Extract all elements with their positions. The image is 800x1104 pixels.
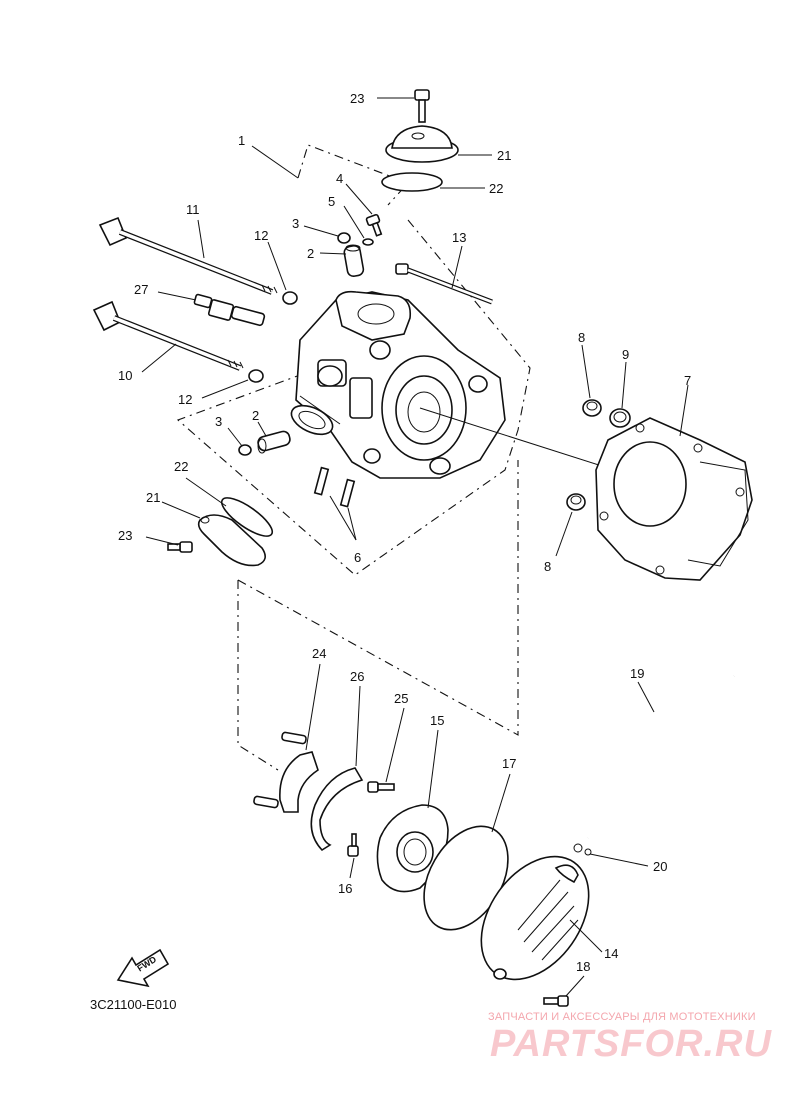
clip-26 — [310, 767, 364, 852]
assembly-outline-body — [176, 219, 531, 576]
bolt-16 — [347, 833, 359, 857]
callout-23-lower: 23 — [118, 528, 132, 543]
pipe-19 — [582, 671, 737, 840]
callout-16: 16 — [338, 881, 352, 896]
callout-3-upper: 3 — [292, 216, 299, 231]
bolt-25 — [367, 781, 395, 793]
oring-22-top — [381, 172, 443, 192]
callout-25: 25 — [394, 691, 408, 706]
callout-21-lower: 21 — [146, 490, 160, 505]
clip-20 — [573, 843, 592, 856]
callout-22-top: 22 — [489, 181, 503, 196]
watermark-logo: PARTSFOR.RU — [490, 1023, 772, 1065]
callout-7: 7 — [684, 373, 691, 388]
washer-5 — [362, 238, 374, 246]
bolt-4 — [365, 213, 383, 237]
callout-23-top: 23 — [350, 91, 364, 106]
bolt-10 — [92, 300, 244, 371]
callout-20: 20 — [653, 859, 667, 874]
callout-12-lower: 12 — [178, 392, 192, 407]
watermark-tagline: ЗАПЧАСТИ И АКСЕССУАРЫ ДЛЯ МОТОТЕХНИКИ — [488, 1011, 756, 1023]
callout-8-lower: 8 — [544, 559, 551, 574]
callout-24: 24 — [312, 646, 326, 661]
callout-8-upper: 8 — [578, 330, 585, 345]
callout-27: 27 — [134, 282, 148, 297]
spark-plug-27 — [157, 291, 266, 327]
callout-5: 5 — [328, 194, 335, 209]
callout-4: 4 — [336, 171, 343, 186]
callout-11: 11 — [186, 202, 200, 217]
callout-15: 15 — [430, 713, 444, 728]
assembly-outline-upper — [297, 144, 409, 206]
callout-17: 17 — [502, 756, 516, 771]
washer-12-upper — [282, 291, 298, 305]
pin-2-lower — [257, 430, 291, 454]
callout-9: 9 — [622, 347, 629, 362]
bolt-18 — [543, 995, 569, 1007]
bracket-24 — [253, 731, 319, 813]
callout-18: 18 — [576, 959, 590, 974]
studs-6 — [313, 466, 356, 508]
bolt-13 — [395, 263, 493, 305]
seal-9 — [609, 408, 631, 428]
callout-labels: 23 21 22 1 4 5 3 2 11 12 13 27 10 12 3 2… — [118, 91, 691, 974]
dowel-8-lower — [566, 493, 586, 511]
cover-14 — [480, 855, 590, 981]
callout-3-lower: 3 — [215, 414, 222, 429]
callout-22-lower: 22 — [174, 459, 188, 474]
callout-26: 26 — [350, 669, 364, 684]
callout-14: 14 — [604, 946, 618, 961]
callout-21-top: 21 — [497, 148, 511, 163]
leader-lines — [141, 145, 689, 997]
cylinder-head-1 — [295, 290, 506, 479]
cover-group-outline — [237, 580, 279, 771]
callout-19: 19 — [630, 666, 644, 681]
ring-3-lower — [238, 444, 252, 456]
callout-10: 10 — [118, 368, 132, 383]
pin-2-upper — [343, 244, 365, 278]
head-gasket-7 — [595, 417, 753, 581]
bolt-23-top — [414, 89, 430, 123]
callout-1: 1 — [238, 133, 245, 148]
callout-6: 6 — [354, 550, 361, 565]
cover-group-outline-2 — [237, 460, 519, 736]
cap-21-lower — [197, 514, 266, 567]
callout-13: 13 — [452, 230, 466, 245]
side-port — [290, 404, 334, 436]
cap-21-top — [385, 125, 459, 163]
washer-12-lower — [248, 369, 264, 383]
ring-3-upper — [337, 232, 351, 244]
bolt-23-lower — [167, 541, 193, 553]
callout-2-lower: 2 — [252, 408, 259, 423]
bolt-11 — [98, 216, 278, 295]
diagram-code: 3C21100-E010 — [90, 997, 177, 1012]
fwd-arrow-icon: FWD — [116, 948, 170, 988]
oring-22-lower — [220, 497, 274, 537]
callout-2-upper: 2 — [307, 246, 314, 261]
dowel-8-upper — [582, 399, 602, 417]
callout-12-upper: 12 — [254, 228, 268, 243]
